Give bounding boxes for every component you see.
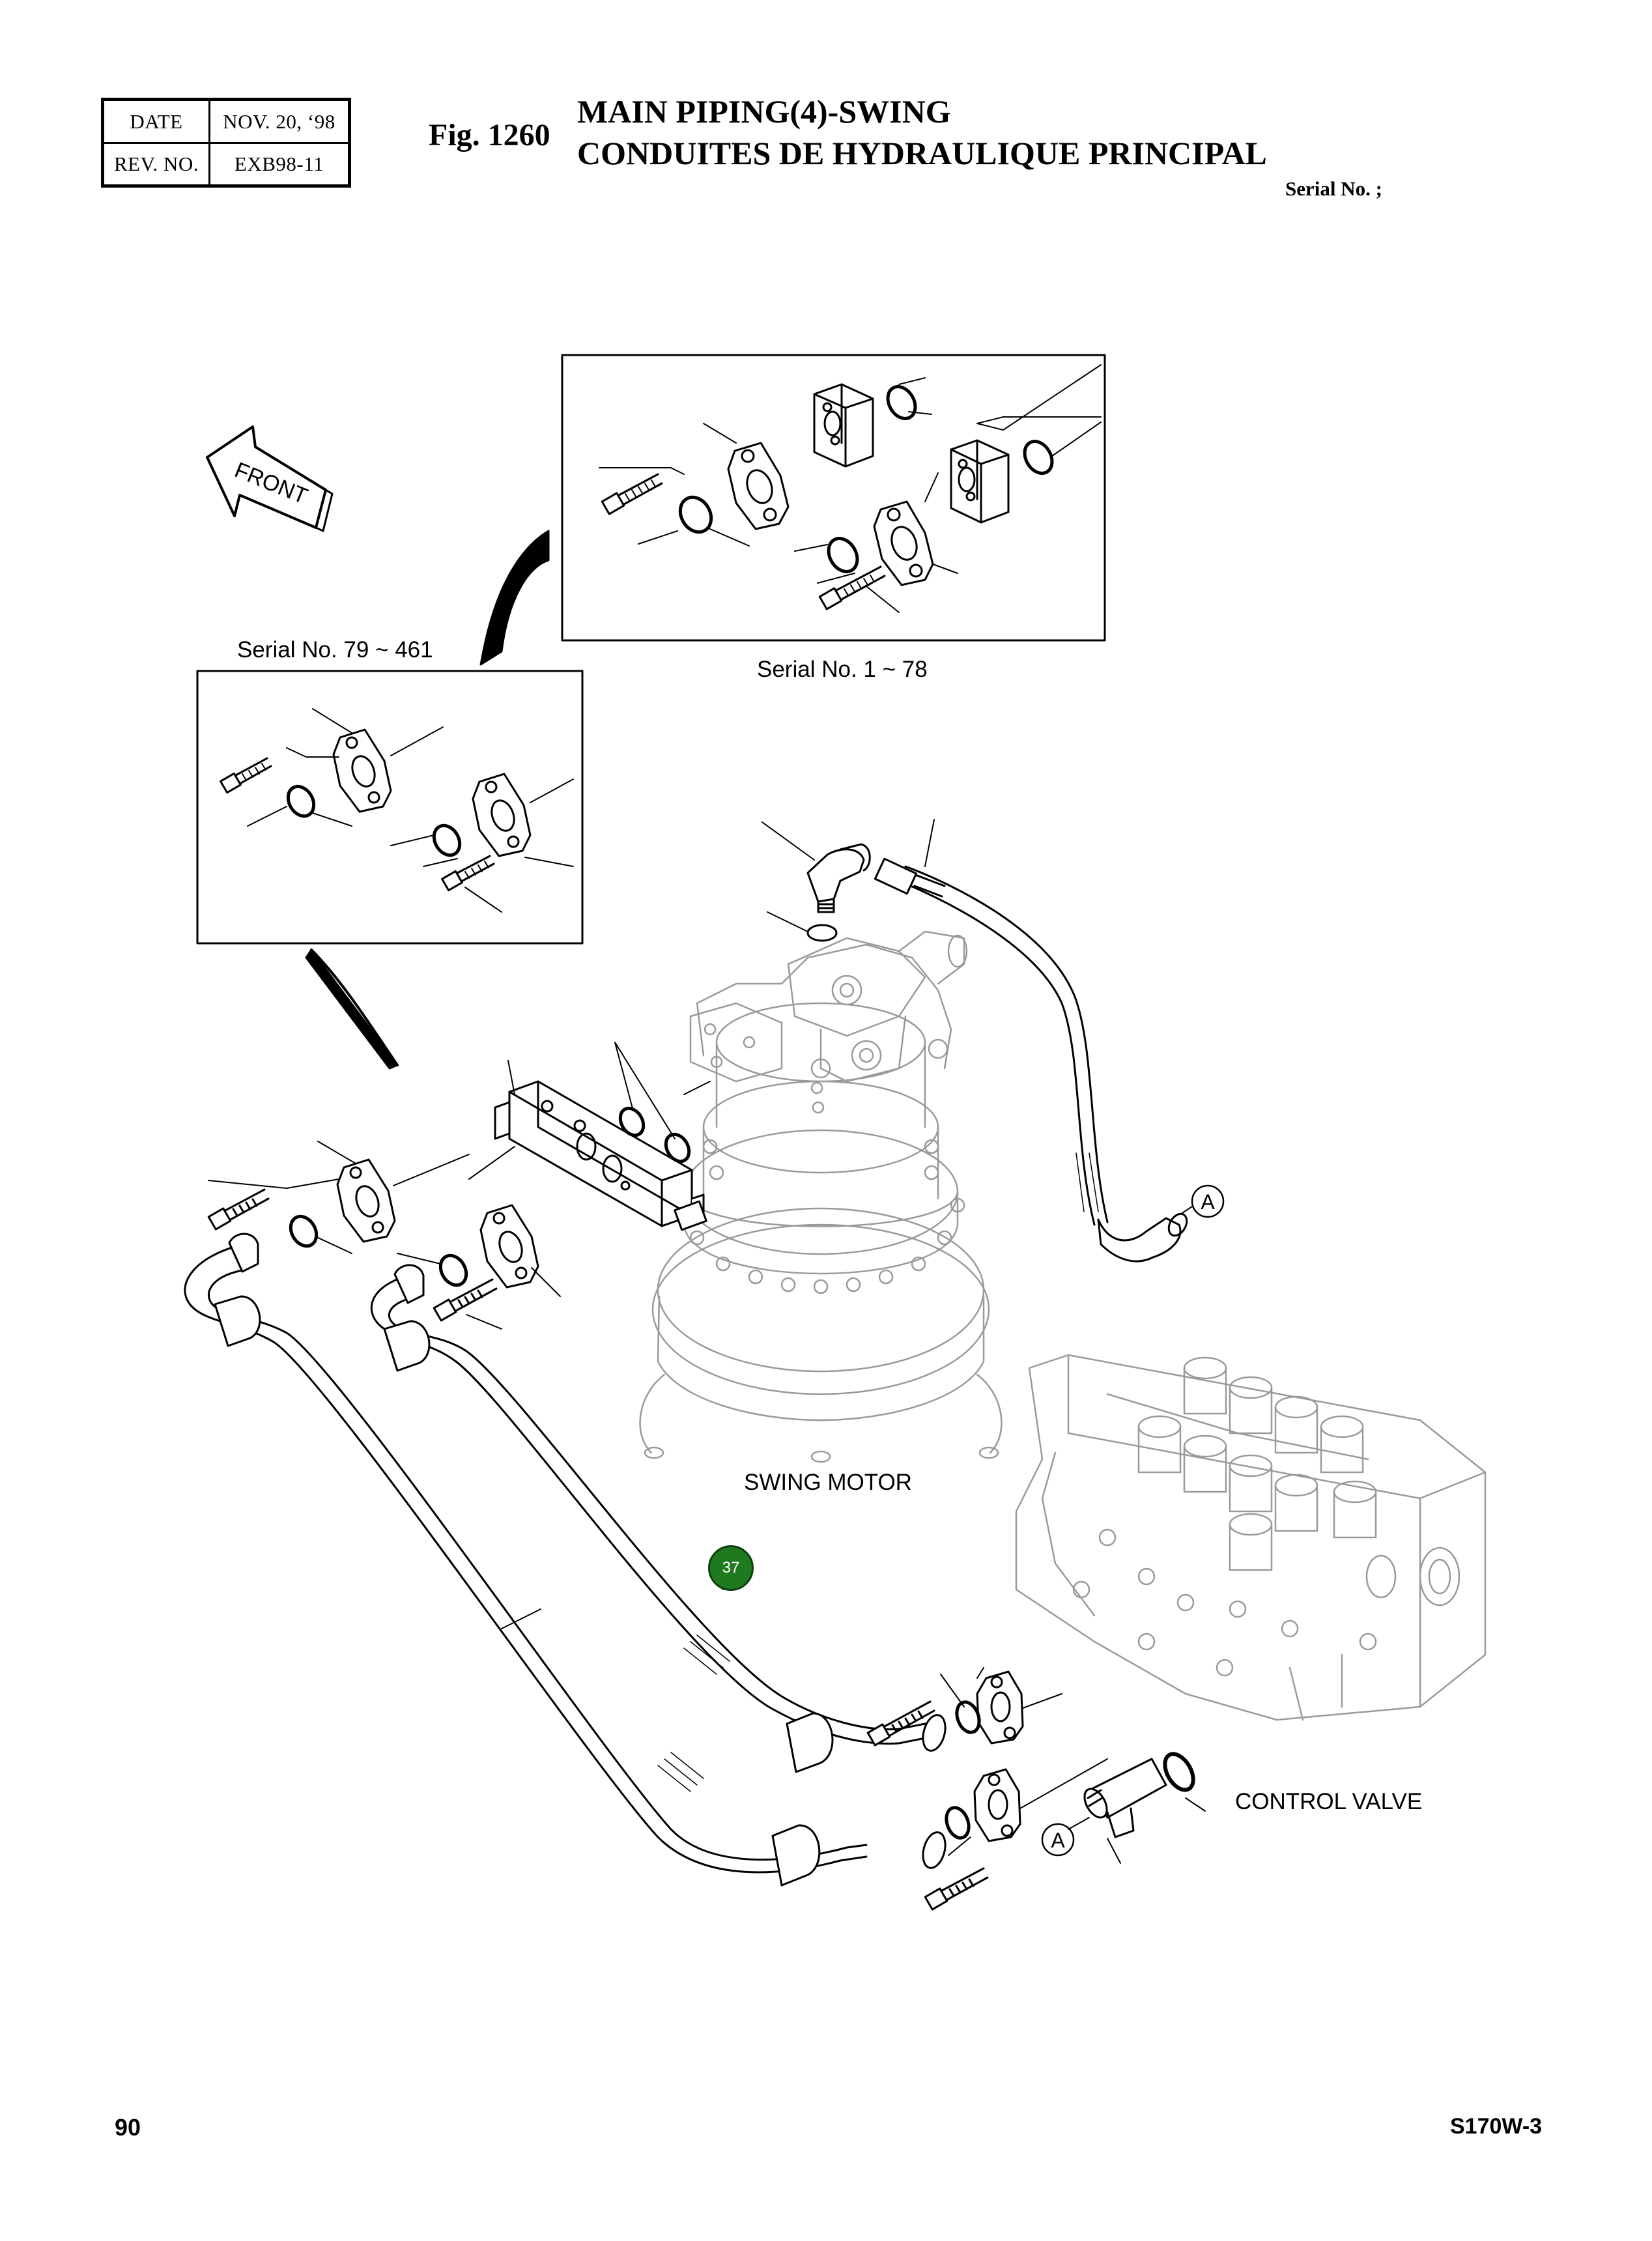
- o-ring-icon: [618, 1106, 646, 1137]
- check-valve-icon: [1083, 1758, 1167, 1838]
- o-ring-icon: [286, 784, 316, 818]
- swing-motor-label: SWING MOTOR: [744, 1470, 912, 1495]
- o-ring-icon: [827, 537, 859, 573]
- rev-label: REV. NO.: [113, 152, 199, 175]
- o-ring-icon: [1023, 440, 1054, 475]
- model-number: S170W-3: [1450, 2114, 1543, 2139]
- split-flange-icon: [472, 773, 532, 857]
- part-callout-badge[interactable]: 37: [708, 1545, 754, 1591]
- o-ring-icon: [886, 385, 917, 420]
- o-ring-icon: [806, 924, 838, 942]
- o-ring-icon: [1163, 1752, 1195, 1792]
- hose-icon: [184, 1233, 947, 1887]
- o-ring-icon: [289, 1214, 319, 1248]
- inset-serial-79-461: [196, 670, 584, 1070]
- rev-value: EXB98-11: [234, 152, 324, 175]
- ref-a-label-top: A: [1201, 1190, 1215, 1214]
- control-valve-label: CONTROL VALVE: [1235, 1789, 1423, 1814]
- split-flange-icon: [479, 1204, 539, 1289]
- bolt-icon: [601, 473, 663, 515]
- split-flange-icon: [336, 1158, 396, 1243]
- o-ring-icon: [955, 1700, 981, 1734]
- split-flange-icon: [973, 1768, 1021, 1842]
- date-value: NOV. 20, ‘98: [223, 109, 335, 133]
- bolt-icon: [441, 855, 495, 892]
- split-flange-icon: [976, 1670, 1024, 1745]
- bolt-icon: [924, 1867, 989, 1911]
- bolt-icon: [433, 1278, 498, 1322]
- o-ring-icon: [678, 495, 713, 534]
- figure-number: Fig. 1260: [429, 118, 550, 152]
- elbow-fitting-icon: [806, 843, 871, 913]
- inset-serial-1-78: [479, 354, 1106, 666]
- bolt-icon: [818, 565, 886, 610]
- bolt-icon: [207, 1188, 270, 1231]
- swing-motor: [639, 930, 1003, 1463]
- front-arrow-icon: [206, 425, 334, 532]
- o-ring-icon: [945, 1806, 971, 1840]
- split-flange-icon: [873, 500, 934, 586]
- bolt-icon: [220, 757, 272, 794]
- ref-a-label-bottom: A: [1051, 1829, 1065, 1852]
- bolt-icon: [866, 1700, 935, 1747]
- inset-top-label: Serial No. 1 ~ 78: [757, 657, 928, 682]
- o-ring-icon: [432, 823, 462, 857]
- split-flange-icon: [332, 728, 392, 813]
- serial-number: Serial No. ;: [1285, 177, 1382, 200]
- inset-left-label: Serial No. 79 ~ 461: [237, 637, 433, 663]
- o-ring-icon: [664, 1132, 691, 1163]
- page-subtitle: CONDUITES DE HYDRAULIQUE PRINCIPAL: [577, 135, 1267, 171]
- split-flange-icon: [727, 442, 790, 530]
- flange-block-icon: [950, 439, 1010, 524]
- page-number: 90: [115, 2114, 141, 2141]
- table-divider: [104, 142, 348, 144]
- revision-table: DATE NOV. 20, ‘98 REV. NO. EXB98-11: [101, 98, 351, 188]
- date-label: DATE: [130, 109, 183, 133]
- page-title: MAIN PIPING(4)-SWING: [577, 93, 951, 130]
- hose-icon: [874, 819, 1188, 1263]
- ref-a-marker-top: [1191, 1184, 1225, 1218]
- ref-a-marker-bottom: [1041, 1823, 1075, 1857]
- control-valve: [1015, 1354, 1487, 1721]
- valve-block-icon: [494, 1080, 707, 1231]
- flange-block-icon: [813, 383, 874, 468]
- o-ring-icon: [438, 1253, 468, 1287]
